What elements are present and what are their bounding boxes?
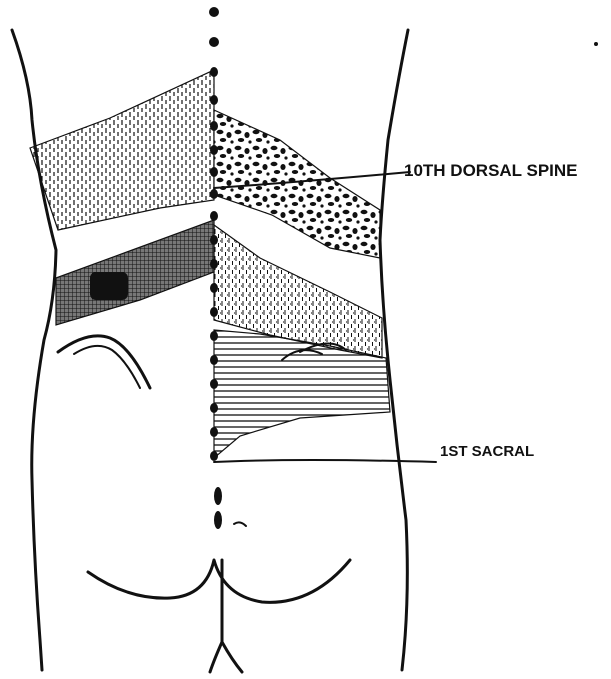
buttock-crease-curve xyxy=(88,560,350,602)
spine-dot xyxy=(210,403,218,413)
spine-dot xyxy=(210,121,218,131)
body-outline-right xyxy=(380,30,408,670)
spine-dot xyxy=(210,167,218,177)
spine-dot xyxy=(209,7,219,17)
spine-dot xyxy=(210,95,218,105)
spine-dot xyxy=(210,189,218,199)
spine-dot xyxy=(210,211,218,221)
sacral-label: 1ST SACRAL xyxy=(440,443,534,460)
body-outline-left xyxy=(12,30,56,670)
spine-dot xyxy=(210,379,218,389)
upper-left-dermatome-band xyxy=(30,70,214,230)
spine-dot xyxy=(210,283,218,293)
spine-dot xyxy=(210,259,218,269)
gluteal-cleft xyxy=(210,560,242,672)
spine-dot xyxy=(214,511,222,529)
spine-dot xyxy=(210,67,218,77)
spine-dot xyxy=(214,487,222,505)
dark-patch xyxy=(90,272,128,300)
corner-speck xyxy=(594,42,598,46)
spine-dot xyxy=(210,451,218,461)
spine-dot xyxy=(210,235,218,245)
spine-dot xyxy=(209,37,219,47)
upper-right-dermatome-band xyxy=(214,110,380,258)
spine-dot xyxy=(210,307,218,317)
dorsal-spine-label: 10TH DORSAL SPINE xyxy=(404,161,578,180)
scapula-mark-inner xyxy=(74,346,140,388)
sacral-pointer-line xyxy=(214,460,436,462)
spine-dot xyxy=(210,427,218,437)
middle-left-dermatome-band xyxy=(56,220,214,325)
spine-dot xyxy=(210,331,218,341)
spine-dot xyxy=(210,355,218,365)
small-mark-near-cleft xyxy=(234,522,246,526)
spine-dot xyxy=(210,145,218,155)
